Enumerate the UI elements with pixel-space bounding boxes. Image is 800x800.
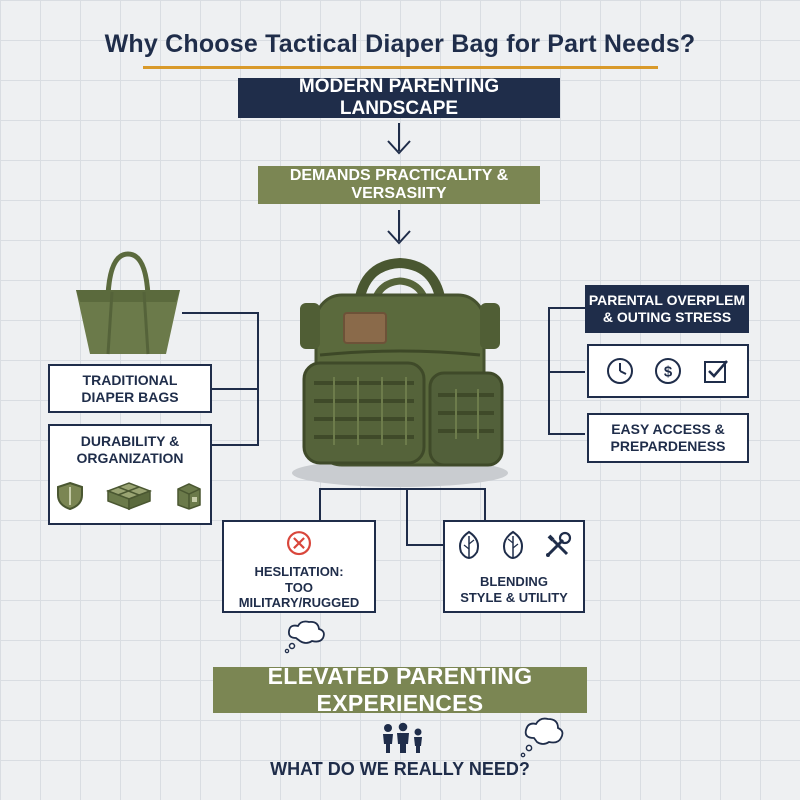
leaf-icon xyxy=(503,530,523,560)
checkbox-icon xyxy=(704,360,728,383)
stress-line1: PARENTAL OVERPLEM xyxy=(588,292,746,309)
closing-question: WHAT DO WE REALLY NEED? xyxy=(270,759,530,779)
hesitation-line1: HESLITATION: xyxy=(254,564,344,580)
parental-stress-box: PARENTAL OVERPLEM & OUTING STRESS xyxy=(585,285,749,333)
bottom-connector xyxy=(319,488,486,521)
arrow-down-2-head xyxy=(387,230,411,245)
shield-icon xyxy=(57,481,83,510)
easy-access-box: EASY ACCESS & PREPARDENESS xyxy=(587,413,749,463)
traditional-line1: TRADITIONAL xyxy=(82,371,178,388)
page-title: Why Choose Tactical Diaper Bag for Part … xyxy=(104,30,696,58)
bottom-connector-branch xyxy=(406,489,443,546)
leaf-icon xyxy=(459,530,479,560)
clock-icon xyxy=(607,358,633,384)
title-underline xyxy=(143,66,658,69)
dollar-icon: $ xyxy=(655,358,681,384)
tools-icon xyxy=(546,531,572,557)
durability-line2: ORGANIZATION xyxy=(76,449,184,466)
access-line1: EASY ACCESS & xyxy=(611,421,725,438)
tote-bag-image xyxy=(76,251,180,355)
svg-text:$: $ xyxy=(664,364,673,381)
demands-practicality-box: DEMANDS PRACTICALITY & VERSASIITY xyxy=(258,166,540,204)
hesitation-line2: TOO MILITARY/RUGGED xyxy=(238,579,360,611)
traditional-diaper-bags-box: TRADITIONAL DIAPER BAGS xyxy=(48,364,212,413)
traditional-line2: DIAPER BAGS xyxy=(81,388,179,405)
family-icon xyxy=(383,722,422,753)
elevated-experiences-banner: ELEVATED PARENTING EXPERIENCES xyxy=(213,663,587,716)
tactical-backpack-image xyxy=(292,257,508,487)
no-entry-icon xyxy=(286,531,312,556)
thought-bubble-icon xyxy=(284,620,325,654)
blending-line2: STYLE & UTILITY xyxy=(460,589,568,605)
hesitation-box: HESLITATION: TOO MILITARY/RUGGED xyxy=(222,520,376,613)
blending-line1: BLENDING xyxy=(480,574,548,589)
modern-parenting-box: MODERN PARENTING LANDSCAPE xyxy=(238,76,560,119)
blending-box: BLENDING STYLE & UTILITY xyxy=(443,520,585,613)
durability-line1: DURABILITY & xyxy=(80,433,180,449)
arrow-down-1-head xyxy=(387,140,411,155)
stress-line2: & OUTING STRESS xyxy=(602,309,732,325)
compartments-icon xyxy=(106,481,152,510)
durability-organization-box: DURABILITY & ORGANIZATION xyxy=(48,424,212,525)
thought-bubble-icon xyxy=(520,717,564,758)
left-connector xyxy=(182,312,259,446)
pouch-icon xyxy=(177,482,201,510)
access-line2: PREPARDENESS xyxy=(610,438,726,454)
stress-icons-box: $ xyxy=(587,344,749,398)
